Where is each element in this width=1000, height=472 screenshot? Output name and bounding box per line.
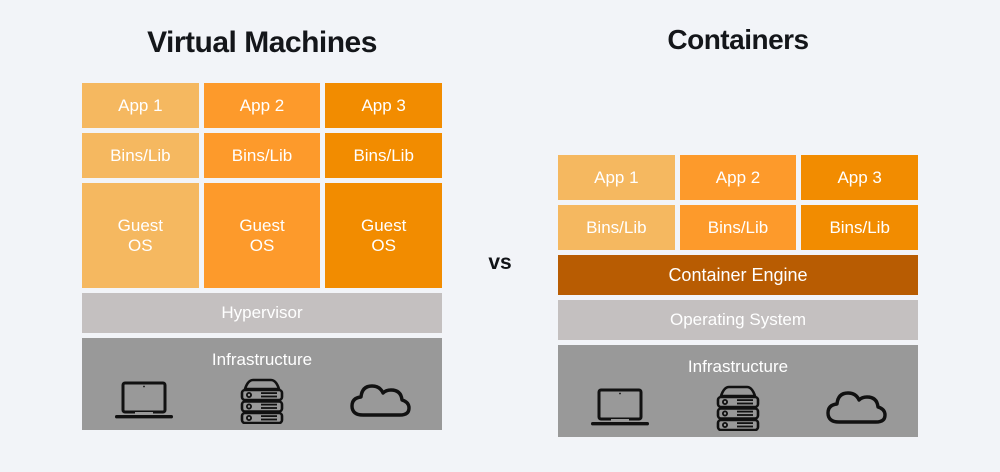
vm-infrastructure-label: Infrastructure: [211, 350, 313, 369]
vm-bins-2-block: Bins/Lib: [203, 133, 321, 178]
cloud-icon: [349, 378, 411, 424]
vm-app-3-block: App 3: [325, 83, 443, 128]
laptop-icon: [589, 385, 651, 431]
vm-guest-os-row: Guest OS Guest OS Guest OS: [82, 183, 443, 288]
container-bins-row: Bins/Lib Bins/Lib Bins/Lib: [558, 205, 919, 250]
vm-app-2-block: App 2: [203, 83, 321, 128]
vm-infrastructure-icons: [113, 378, 411, 424]
container-infrastructure-label: Infrastructure: [687, 357, 789, 376]
virtual-machines-stack: App 1 App 2 App 3 Bins/Lib Bins/Lib Bins…: [82, 83, 443, 430]
vm-guest-os-2-block: Guest OS: [203, 183, 321, 288]
vm-bins-1-block: Bins/Lib: [82, 133, 199, 178]
vm-guest-os-3-block: Guest OS: [325, 183, 443, 288]
laptop-icon: [113, 378, 175, 424]
container-bins-2-block: Bins/Lib: [679, 205, 797, 250]
virtual-machines-title: Virtual Machines: [147, 26, 377, 59]
vm-bins-row: Bins/Lib Bins/Lib Bins/Lib: [82, 133, 443, 178]
container-infrastructure-bar: Infrastructure: [558, 345, 918, 437]
vm-guest-os-1-block: Guest OS: [82, 183, 199, 288]
container-bins-3-block: Bins/Lib: [801, 205, 919, 250]
vm-infrastructure-bar: Infrastructure: [82, 338, 442, 430]
container-app-2-block: App 2: [679, 155, 797, 200]
container-bins-1-block: Bins/Lib: [558, 205, 675, 250]
operating-system-bar: Operating System: [558, 300, 918, 340]
container-app-row: App 1 App 2 App 3: [558, 155, 919, 200]
container-app-3-block: App 3: [801, 155, 919, 200]
cloud-icon: [825, 385, 887, 431]
container-infrastructure-icons: [589, 385, 887, 431]
container-app-1-block: App 1: [558, 155, 675, 200]
containers-title: Containers: [667, 24, 809, 55]
vm-app-1-block: App 1: [82, 83, 199, 128]
hypervisor-bar: Hypervisor: [82, 293, 442, 333]
container-engine-bar: Container Engine: [558, 255, 918, 295]
server-rack-icon: [707, 385, 769, 431]
containers-stack: App 1 App 2 App 3 Bins/Lib Bins/Lib Bins…: [558, 155, 919, 437]
server-rack-icon: [231, 378, 293, 424]
vm-app-row: App 1 App 2 App 3: [82, 83, 443, 128]
vs-separator-label: vs: [488, 251, 512, 274]
vm-bins-3-block: Bins/Lib: [325, 133, 443, 178]
